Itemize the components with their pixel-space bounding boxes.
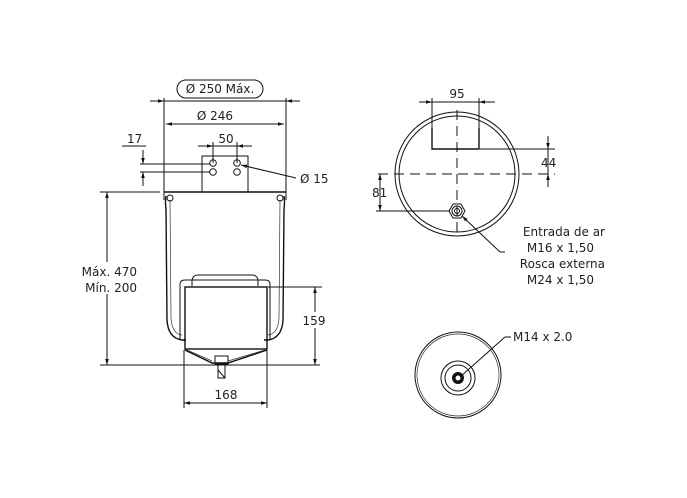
- inlet-note-line: Rosca externa: [520, 257, 605, 271]
- piston-nut: [214, 355, 229, 365]
- mounting-bracket: [431, 128, 480, 150]
- piston-base-outer: [414, 331, 502, 419]
- bottom-view: M14 x 2.0: [414, 330, 572, 419]
- stud-hole: [233, 159, 241, 167]
- piston-width-label: 168: [215, 388, 238, 402]
- height-min-label: Mín. 200: [85, 281, 137, 295]
- top-view: 95 44 81 Entrada de ar M16 x 1,50 Rosca …: [372, 87, 605, 287]
- diameter-label: Ø 246: [197, 109, 233, 123]
- piston-height-label: 159: [303, 314, 326, 328]
- inlet-note-line: Entrada de ar: [523, 225, 605, 239]
- mounting-plate: [201, 155, 249, 193]
- bracket-width-label: 95: [449, 87, 464, 101]
- inlet-note-line: M16 x 1,50: [527, 241, 594, 255]
- max-diameter-label: Ø 250 Máx.: [186, 82, 255, 96]
- thread-label: M14 x 2.0: [513, 330, 572, 344]
- max-diameter-callout: [176, 79, 264, 99]
- height-max-label: Máx. 470: [82, 265, 137, 279]
- hole-spacing-label: 50: [218, 132, 233, 146]
- bracket-offset-label: 44: [541, 156, 556, 170]
- stud-hole: [209, 159, 217, 167]
- hole-diameter-label: Ø 15: [300, 172, 329, 186]
- hole-offset-label: 17: [127, 132, 142, 146]
- stud-hole: [233, 168, 241, 176]
- inlet-note-line: M24 x 1,50: [527, 273, 594, 287]
- inlet-offset-label: 81: [372, 186, 387, 200]
- stud-hole: [209, 168, 217, 176]
- side-view: Ø 250 Máx. Ø 246 50 Ø 15 17: [78, 79, 329, 408]
- bellows-outline: [164, 195, 286, 341]
- piston: [184, 286, 268, 350]
- piston-cap: [191, 274, 259, 286]
- air-inlet-nut: [448, 203, 466, 219]
